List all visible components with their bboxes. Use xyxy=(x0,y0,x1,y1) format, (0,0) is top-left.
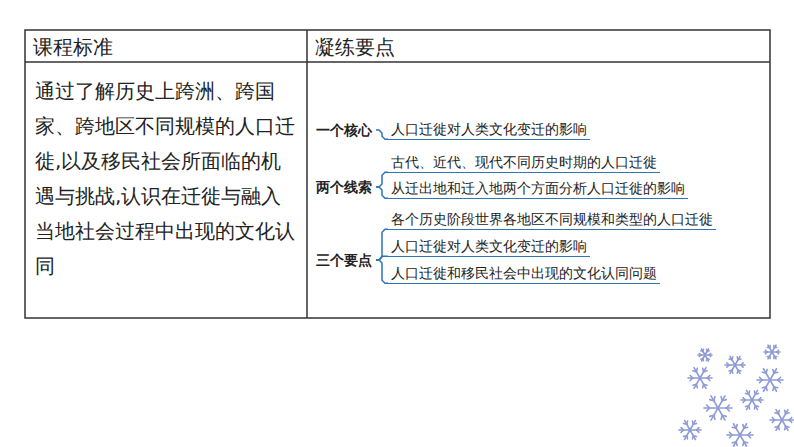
branch-text: 各个历史阶段世界各地区不同规模和类型的人口迁徙 xyxy=(388,210,716,230)
category-label: 三个要点 xyxy=(314,251,374,269)
snowflake xyxy=(679,420,701,439)
snowflake xyxy=(725,356,745,373)
category-label: 两个线索 xyxy=(314,178,374,196)
table-border xyxy=(25,30,770,318)
branch-label: 各个历史阶段世界各地区不同规模和类型的人口迁徙 xyxy=(391,210,713,228)
bracket-connector xyxy=(376,260,388,283)
snowflake xyxy=(764,345,780,359)
bracket-connector xyxy=(376,187,388,198)
branch-text: 从迁出地和迁入地两个方面分析人口迁徙的影响 xyxy=(388,179,688,199)
bracket-connector xyxy=(376,130,388,139)
snowflake xyxy=(757,369,783,392)
branch-label: 人口迁徙对人类文化变迁的影响 xyxy=(391,120,587,138)
table-rule xyxy=(25,61,770,63)
branch-label: 古代、近代、现代不同历史时期的人口迁徙 xyxy=(391,153,657,171)
cell-text: 课程标准 xyxy=(33,32,299,62)
table-rule xyxy=(306,30,308,318)
standard-text-cell: 通过了解历史上跨洲、跨国家、跨地区不同规模的人口迁徙,以及移民社会所面临的机遇与… xyxy=(25,62,307,284)
cell-text: 凝练要点 xyxy=(315,32,762,62)
snowflake xyxy=(727,424,753,447)
category-label-text: 三个要点 xyxy=(316,251,372,269)
bracket-connector xyxy=(376,229,388,260)
category-label: 一个核心 xyxy=(314,121,374,139)
branch-label: 人口迁徙对人类文化变迁的影响 xyxy=(391,237,587,255)
category-label-text: 两个线索 xyxy=(316,178,372,196)
bracket-connector xyxy=(376,172,388,187)
branch-label: 从迁出地和迁入地两个方面分析人口迁徙的影响 xyxy=(391,179,685,197)
branch-text: 人口迁徙和移民社会中出现的文化认同问题 xyxy=(388,264,660,284)
branch-text: 人口迁徙对人类文化变迁的影响 xyxy=(388,237,590,257)
snowflake xyxy=(704,396,732,420)
snowflake xyxy=(741,390,763,409)
category-label-text: 一个核心 xyxy=(316,121,372,139)
snowflake xyxy=(698,349,712,361)
branch-label: 人口迁徙和移民社会中出现的文化认同问题 xyxy=(391,264,657,282)
cell-text: 通过了解历史上跨洲、跨国家、跨地区不同规模的人口迁徙,以及移民社会所面临的机遇与… xyxy=(35,74,299,284)
header-cell: 课程标准 xyxy=(25,31,307,63)
snowflake xyxy=(688,368,712,389)
snowflake xyxy=(770,410,794,431)
branch-text: 人口迁徙对人类文化变迁的影响 xyxy=(388,120,590,140)
header-cell: 凝练要点 xyxy=(307,31,770,63)
branch-text: 古代、近代、现代不同历史时期的人口迁徙 xyxy=(388,153,660,173)
